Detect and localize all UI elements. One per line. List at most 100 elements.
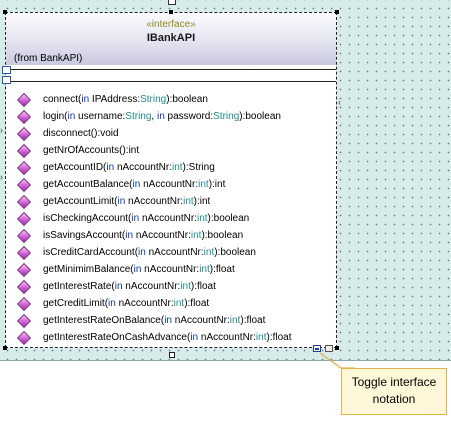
operation-row[interactable]: getMinimimBalance(in nAccountNr:int):flo… — [16, 261, 336, 278]
operation-diamond-icon — [16, 245, 32, 261]
operation-kw: in — [133, 264, 142, 275]
class-name[interactable]: IBankAPI — [146, 32, 196, 44]
left-connector-arrow-icon: › — [0, 125, 3, 135]
operation-kw: in — [114, 281, 123, 292]
interface-class-box[interactable]: «interface» IBankAPI (from BankAPI) conn… — [2, 12, 337, 348]
operation-name: login( — [43, 111, 68, 122]
operation-diamond-icon — [16, 177, 32, 193]
operation-type1: int — [190, 230, 202, 241]
operation-type1: int — [173, 298, 185, 309]
operation-row[interactable]: disconnect():void — [16, 125, 336, 142]
collapse-compartments-icon[interactable] — [325, 345, 333, 352]
operation-ret: ):float — [240, 315, 266, 326]
operation-ret: ):float — [266, 332, 292, 343]
attributes-compartment-toggle-icon[interactable] — [2, 66, 11, 74]
operation-type1: int — [229, 315, 241, 326]
operation-row[interactable]: login(in username:String, in password:St… — [16, 108, 336, 125]
operations-compartment-toggle-icon[interactable] — [2, 76, 11, 84]
bottom-connector-handle[interactable] — [169, 352, 175, 358]
operation-diamond-icon — [16, 330, 32, 346]
package-origin-label: (from BankAPI) — [14, 53, 83, 64]
attributes-separator — [6, 69, 336, 70]
operation-kw: in — [190, 332, 199, 343]
operation-rest1: username: — [75, 111, 126, 122]
operation-ret: ):boolean — [207, 213, 250, 224]
operation-ret: ):int — [208, 179, 226, 190]
operation-name: disconnect():void — [43, 128, 119, 139]
operation-kw: in — [138, 247, 146, 258]
operation-row[interactable]: isCreditCardAccount(in nAccountNr:int):b… — [16, 244, 336, 261]
operation-row[interactable]: getAccountLimit(in nAccountNr:int):int — [16, 193, 336, 210]
operation-ret: ):boolean — [239, 111, 281, 122]
operation-type1: int — [255, 332, 267, 343]
operation-diamond-icon — [16, 126, 32, 142]
operation-ret: ):boolean — [201, 230, 244, 241]
operation-row[interactable]: getAccountBalance(in nAccountNr:int):int — [16, 176, 336, 193]
operation-row[interactable]: getInterestRate(in nAccountNr:int):float — [16, 278, 336, 295]
operation-diamond-icon — [16, 109, 32, 125]
operation-row[interactable]: connect(in IPAddress:String):boolean — [16, 91, 336, 108]
operation-rest1: nAccountNr: — [145, 247, 204, 258]
top-connector-handle[interactable] — [168, 0, 176, 5]
operation-rest1: IPAddress: — [89, 94, 141, 105]
left-connector-arrow-icon: › — [0, 172, 3, 182]
operation-type1: int — [203, 247, 215, 258]
operation-diamond-icon — [16, 296, 32, 312]
operation-type1: int — [180, 281, 191, 292]
operation-kw: in — [117, 196, 126, 207]
operation-row[interactable]: getNrOfAccounts():int — [16, 142, 336, 159]
operations-separator — [6, 81, 336, 82]
operation-type1: int — [199, 264, 210, 275]
operation-diamond-icon — [16, 262, 32, 278]
operation-kw: in — [81, 94, 90, 105]
operation-row[interactable]: isSavingsAccount(in nAccountNr:int):bool… — [16, 227, 336, 244]
operation-rest2: , — [151, 111, 157, 122]
operation-rest1: nAccountNr: — [122, 281, 181, 292]
callout-line-1: Toggle interface — [351, 375, 437, 389]
operation-type2: String — [213, 111, 240, 122]
operation-kw: in — [108, 298, 116, 309]
operation-row[interactable]: getInterestRateOnBalance(in nAccountNr:i… — [16, 312, 336, 329]
operation-type1: String — [125, 111, 152, 122]
operation-ret: ):float — [184, 298, 210, 309]
stereotype-label: «interface» — [146, 19, 196, 30]
operation-name: getAccountID( — [43, 162, 107, 173]
operation-name: getAccountLimit( — [43, 196, 118, 207]
operation-diamond-icon — [16, 279, 32, 295]
operation-ret: ):String — [182, 162, 215, 173]
resize-handle[interactable] — [3, 346, 7, 350]
operation-kw: in — [67, 111, 76, 122]
operation-rest1: nAccountNr: — [114, 162, 172, 173]
operation-name: isCreditCardAccount( — [43, 247, 139, 258]
operation-row[interactable]: getInterestRateOnCashAdvance(in nAccount… — [16, 329, 336, 346]
operation-kw: in — [132, 179, 141, 190]
operation-kw: in — [131, 213, 140, 224]
resize-handle[interactable] — [3, 10, 7, 14]
operation-kw2: in — [156, 111, 165, 122]
operation-name: isCheckingAccount( — [43, 213, 132, 224]
operation-rest1: nAccountNr: — [133, 230, 191, 241]
operation-rest1: nAccountNr: — [125, 196, 184, 207]
operation-diamond-icon — [16, 211, 32, 227]
operation-diamond-icon — [16, 160, 32, 176]
operation-row[interactable]: getCreditLimit(in nAccountNr:int):float — [16, 295, 336, 312]
operation-kw: in — [125, 230, 134, 241]
callout-line-2: notation — [372, 392, 416, 406]
class-header: «interface» IBankAPI (from BankAPI) — [6, 13, 336, 65]
resize-handle[interactable] — [335, 346, 339, 350]
toggle-interface-notation-icon[interactable] — [313, 345, 321, 352]
operation-row[interactable]: isCheckingAccount(in nAccountNr:int):boo… — [16, 210, 336, 227]
operation-rest1: nAccountNr: — [140, 179, 199, 190]
resize-handle[interactable] — [169, 10, 173, 14]
operation-row[interactable]: getAccountID(in nAccountNr:int):String — [16, 159, 336, 176]
resize-handle[interactable] — [335, 10, 339, 14]
operation-diamond-icon — [16, 228, 32, 244]
operation-diamond-icon — [16, 92, 32, 108]
operation-rest1: nAccountNr: — [141, 264, 200, 275]
tooltip-callout: Toggle interface notation — [341, 368, 447, 415]
operation-name: connect( — [43, 94, 82, 105]
operation-rest1: nAccountNr: — [198, 332, 256, 343]
operation-name: getNrOfAccounts():int — [43, 145, 140, 156]
operation-name: getCreditLimit( — [43, 298, 109, 309]
operation-ret: ):boolean — [166, 94, 208, 105]
